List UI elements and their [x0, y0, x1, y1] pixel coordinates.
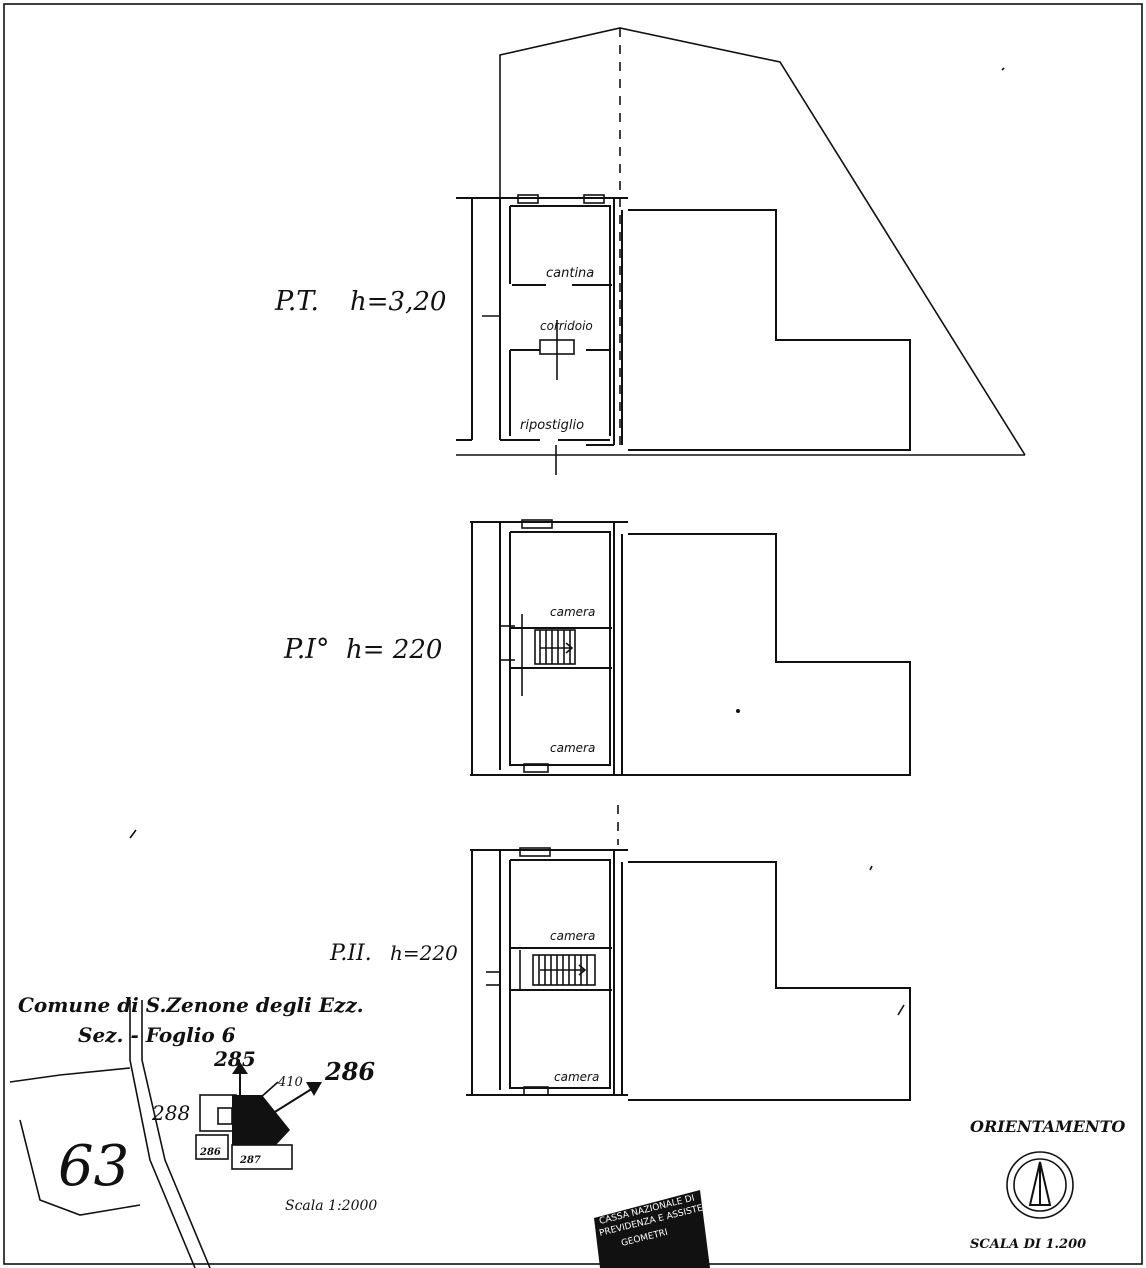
stamp: CASSA NAZIONALE DI PREVIDENZA E ASSISTEN… — [594, 1190, 723, 1268]
floor-height-label: h=3,20 — [350, 287, 446, 317]
comune-label: Comune di S.Zenone degli Ezz. — [18, 993, 364, 1017]
room-label: camera — [554, 1070, 599, 1084]
stamp-seal-icon — [594, 1190, 710, 1268]
compass-icon — [1006, 1151, 1074, 1219]
drawing-scale-label: SCALA DI 1.200 — [970, 1237, 1086, 1252]
parcel-number: 410 — [277, 1075, 303, 1090]
floor-height-label: h= 220 — [346, 635, 442, 665]
floor-level-label: P.I° — [283, 634, 329, 665]
parcel-number: 288 — [151, 1101, 190, 1125]
room-label: camera — [550, 605, 595, 619]
second-floor-plan: camera camera — [466, 805, 911, 1101]
parcel-number: 286 — [199, 1147, 221, 1158]
sheet-border — [3, 3, 1143, 1265]
orientation-block: ORIENTAMENTO SCALA DI 1.200 — [970, 1117, 1125, 1252]
staircase — [532, 954, 596, 986]
staircase — [534, 629, 576, 665]
floor-height-label: h=220 — [390, 941, 458, 965]
ground-floor-plan: cantina corridoio ripostiglio — [456, 27, 1026, 475]
parcel-number: 285 — [213, 1047, 256, 1071]
room-label: cantina — [546, 266, 594, 281]
margin-mark: 63 — [58, 1134, 129, 1199]
floor-level-label: P.II. — [329, 941, 372, 966]
floor-level-label: P.T. — [274, 286, 319, 317]
room-label: corridoio — [540, 319, 593, 333]
parcel-number: 286 — [324, 1057, 375, 1086]
sezione-label: Sez. - Foglio 6 — [78, 1023, 236, 1047]
first-floor-plan: camera camera — [470, 519, 911, 776]
parcel-number: 287 — [239, 1155, 261, 1166]
orientation-title: ORIENTAMENTO — [970, 1117, 1125, 1136]
room-label: ripostiglio — [520, 418, 584, 433]
cadastral-extract: Comune di S.Zenone degli Ezz. Sez. - Fog… — [9, 993, 377, 1268]
room-label: camera — [550, 929, 595, 943]
subject-parcel — [232, 1095, 290, 1145]
room-label: camera — [550, 741, 595, 755]
cadastral-scale-label: Scala 1:2000 — [285, 1198, 377, 1214]
